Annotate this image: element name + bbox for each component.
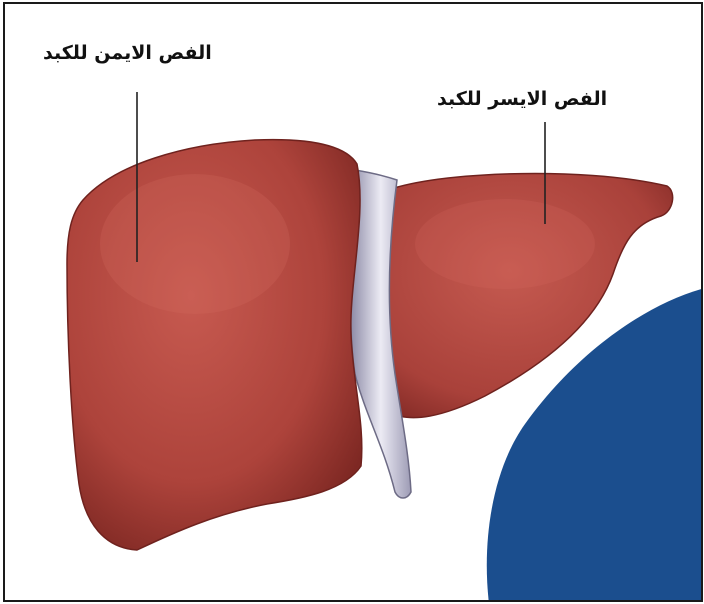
left-lobe-label: الفص الايسر للكبد xyxy=(437,88,607,110)
right-lobe-highlight xyxy=(100,174,290,314)
right-lobe-label: الفص الايمن للكبد xyxy=(43,42,212,64)
left-lobe-highlight xyxy=(415,199,595,289)
figure-frame: الفص الايمن للكبد الفص الايسر للكبد xyxy=(3,2,703,602)
